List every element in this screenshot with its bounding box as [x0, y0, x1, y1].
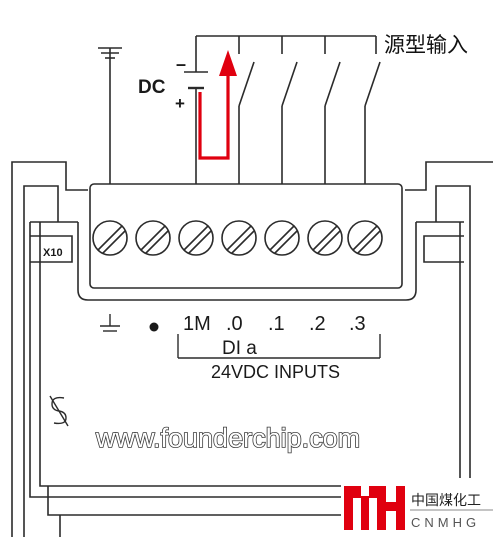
minus-label: – — [176, 54, 186, 74]
terminal-screw — [135, 220, 171, 256]
terminal-2-label: .2 — [309, 313, 326, 335]
dc-label: DC — [138, 77, 166, 98]
connector-label: X10 — [43, 247, 63, 259]
ground-icon — [98, 47, 122, 59]
terminal-3-label: .3 — [349, 313, 366, 335]
terminal-1m-label: 1M — [183, 313, 211, 335]
brand-en-text: CNMHG — [411, 515, 480, 530]
source-input-label: 源型输入 — [384, 33, 468, 57]
wiring — [109, 35, 377, 184]
terminal-screw — [264, 220, 300, 256]
terminal-1-label: .1 — [268, 313, 285, 335]
watermark-text: www.founderchip.com — [95, 423, 360, 453]
terminal-screw — [178, 220, 214, 256]
terminal-block — [77, 183, 417, 301]
safety-s-icon — [49, 395, 69, 427]
terminal-screw — [221, 220, 257, 256]
input-switches — [238, 61, 381, 107]
dot-icon — [149, 322, 159, 332]
terminal-screw — [347, 220, 383, 256]
logo-mark — [344, 486, 405, 530]
switch-3 — [364, 61, 381, 107]
switch-1 — [281, 61, 298, 107]
current-flow-arrow — [198, 50, 237, 160]
terminal-screw — [307, 220, 343, 256]
inputs-label: 24VDC INPUTS — [211, 362, 340, 382]
switch-2 — [324, 61, 341, 107]
module-housing — [11, 161, 493, 537]
switch-0 — [238, 61, 255, 107]
terminal-0-label: .0 — [226, 313, 243, 335]
terminal-screw — [92, 220, 128, 256]
brand-cn-text: 中国煤化工 — [411, 493, 481, 509]
plus-label: + — [175, 94, 185, 113]
ground-icon — [100, 314, 120, 332]
brand-logo: 中国煤化工 CNMHG — [341, 478, 493, 537]
terminal-screws — [92, 220, 383, 256]
group-label: DI a — [222, 338, 257, 359]
